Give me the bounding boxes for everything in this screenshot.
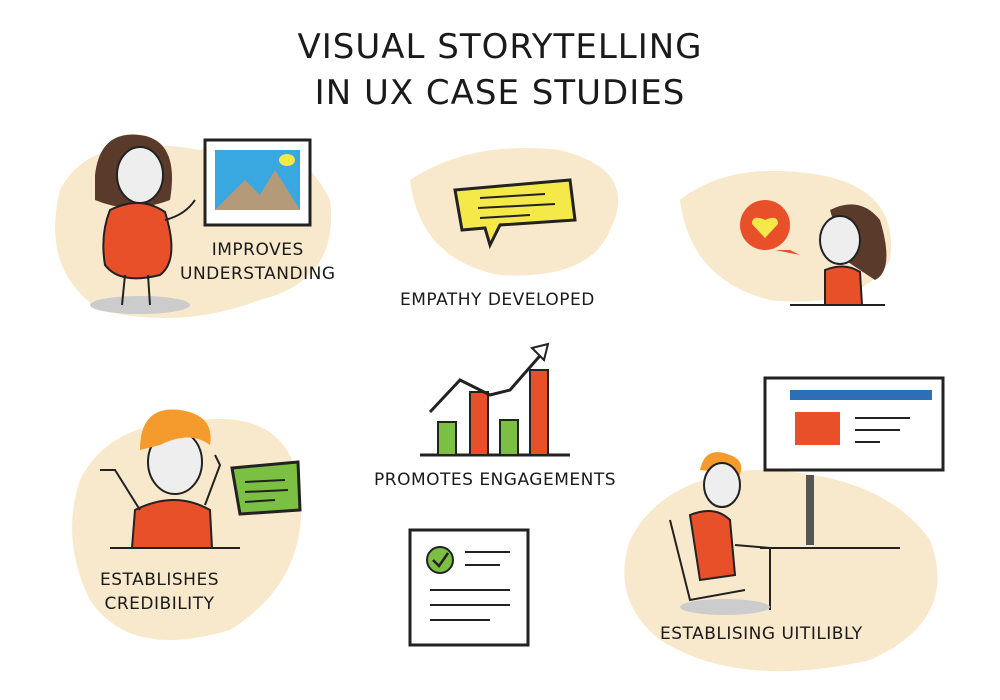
label-improves-understanding: IMPROVES UNDERSTANDING (180, 238, 336, 286)
label-line: ESTABLISHES (100, 570, 219, 590)
label-line: ESTABLISING UITILIBLY (660, 624, 863, 644)
growth-chart-icon (420, 342, 570, 457)
label-line: UNDERSTANDING (180, 264, 336, 284)
woman-figure-icon (90, 134, 196, 314)
label-promotes-engagements: PROMOTES ENGAGEMENTS (374, 468, 616, 492)
label-establishing-utility: ESTABLISING UITILIBLY (660, 622, 863, 646)
label-line: IMPROVES (211, 240, 304, 260)
label-empathy-developed: EMPATHY DEVELOPED (400, 288, 595, 312)
speech-bubble-icon (453, 178, 577, 250)
page-title-line-2: IN UX CASE STUDIES (314, 73, 686, 113)
checked-document-icon (408, 528, 530, 647)
label-line: CREDIBILITY (104, 594, 215, 614)
label-line: EMPATHY DEVELOPED (400, 290, 595, 310)
picture-frame-icon (203, 138, 312, 227)
girl-heart-icon (740, 200, 887, 306)
green-bubble-icon (230, 460, 302, 516)
desk-worker-icon (669, 376, 945, 615)
page-title-line-1: VISUAL STORYTELLING (297, 27, 703, 67)
excited-boy-icon (100, 409, 240, 549)
label-establishes-credibility: ESTABLISHES CREDIBILITY (100, 568, 219, 616)
label-line: PROMOTES ENGAGEMENTS (374, 470, 616, 490)
